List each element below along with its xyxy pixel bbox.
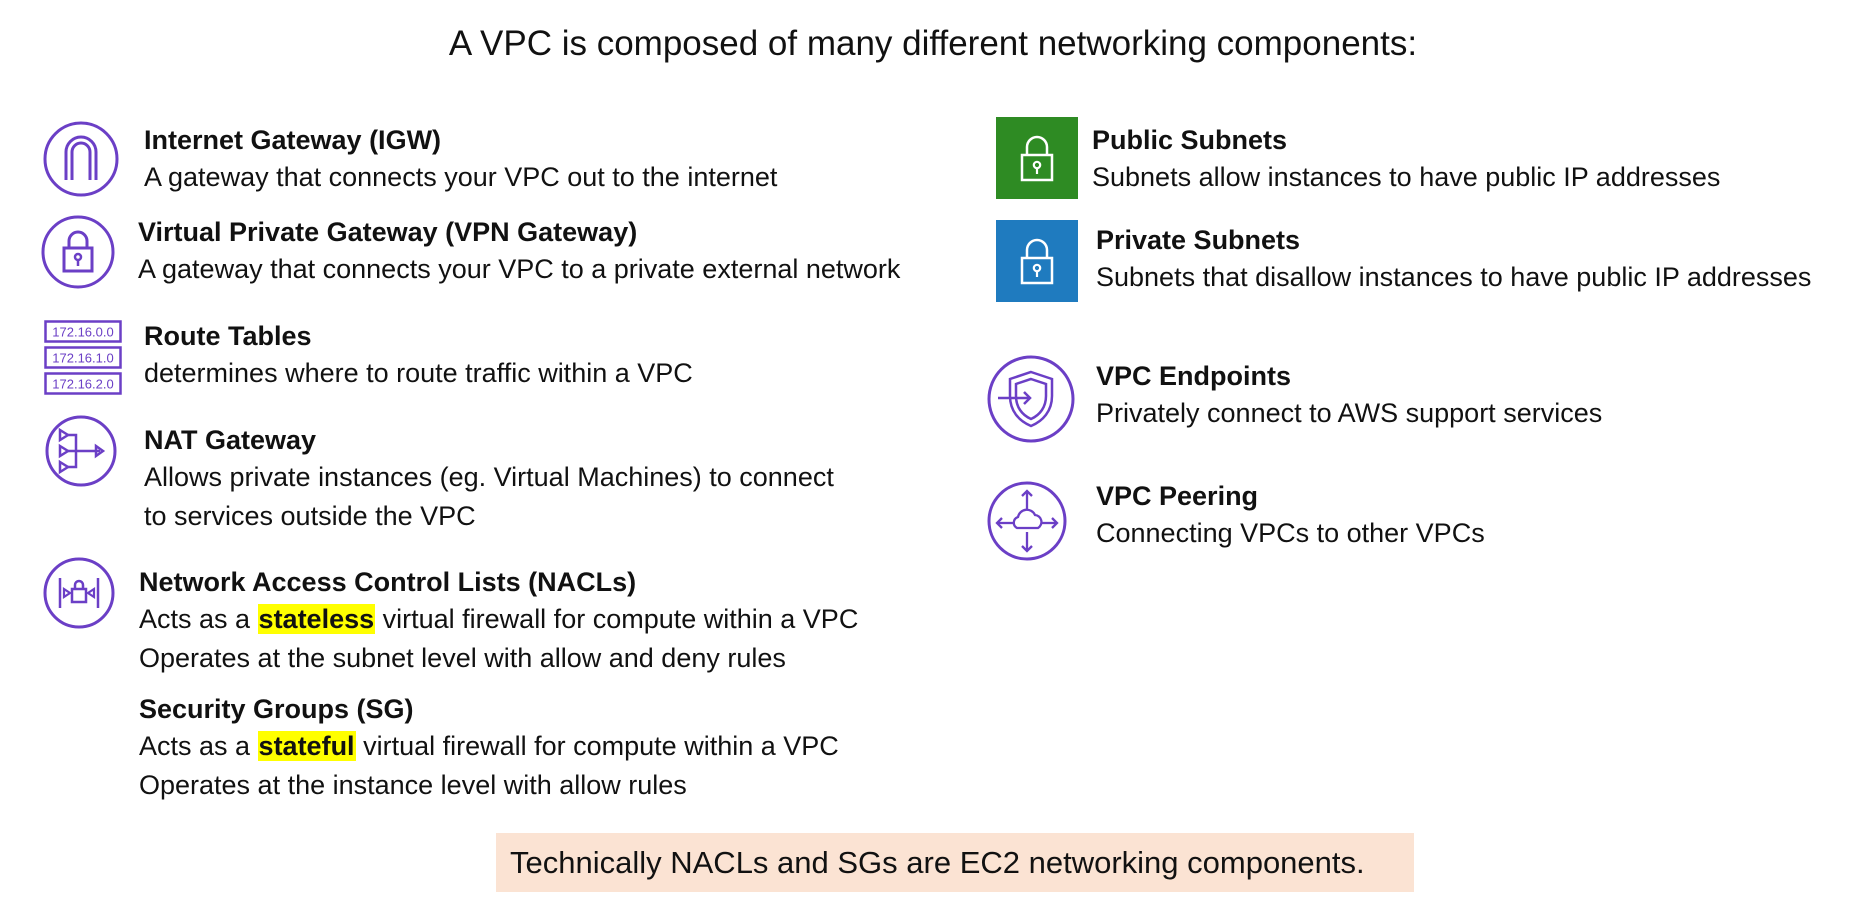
sg-desc-suffix: virtual firewall for compute within a VP… (355, 731, 839, 761)
nat-description-line2: to services outside the VPC (144, 501, 476, 531)
nacl-heading: Network Access Control Lists (NACLs) (139, 567, 637, 597)
public-heading: Public Subnets (1092, 125, 1288, 155)
peering-description: Connecting VPCs to other VPCs (1096, 518, 1485, 548)
igw-heading: Internet Gateway (IGW) (144, 125, 442, 155)
route-heading: Route Tables (144, 321, 312, 351)
nat-gateway-icon (44, 414, 118, 488)
nacl-description-line2: Operates at the subnet level with allow … (139, 643, 786, 673)
private-subnet-lock-icon (996, 220, 1078, 302)
internet-gateway-icon (42, 120, 120, 198)
public-subnet-lock-icon (996, 117, 1078, 199)
public-description: Subnets allow instances to have public I… (1092, 162, 1721, 192)
nacl-desc-suffix: virtual firewall for compute within a VP… (375, 604, 859, 634)
sg-description-line2: Operates at the instance level with allo… (139, 770, 687, 800)
sg-heading: Security Groups (SG) (139, 694, 414, 724)
route-ip-3: 172.16.2.0 (52, 377, 113, 392)
stateless-highlight: stateless (257, 604, 376, 634)
stateful-highlight: stateful (257, 731, 356, 761)
route-table-icon: 172.16.0.0 172.16.1.0 172.16.2.0 (44, 320, 122, 396)
route-ip-2: 172.16.1.0 (52, 351, 113, 366)
nacl-desc-prefix: Acts as a (139, 604, 258, 634)
lock-icon (40, 214, 116, 290)
endpoints-heading: VPC Endpoints (1096, 361, 1291, 391)
route-ip-1: 172.16.0.0 (52, 325, 113, 340)
page-title: A VPC is composed of many different netw… (448, 24, 1418, 63)
nat-heading: NAT Gateway (144, 425, 317, 455)
nacl-icon (42, 556, 116, 630)
bottom-note: Technically NACLs and SGs are EC2 networ… (496, 833, 1414, 892)
sg-desc-prefix: Acts as a (139, 731, 258, 761)
vpc-peering-icon (986, 480, 1068, 562)
peering-heading: VPC Peering (1096, 481, 1259, 511)
nacl-description-line1: Acts as a stateless virtual firewall for… (139, 600, 858, 639)
vpn-heading: Virtual Private Gateway (VPN Gateway) (138, 217, 638, 247)
endpoints-description: Privately connect to AWS support service… (1096, 398, 1603, 428)
private-description: Subnets that disallow instances to have … (1096, 262, 1812, 292)
sg-description-line1: Acts as a stateful virtual firewall for … (139, 727, 839, 766)
vpn-description: A gateway that connects your VPC to a pr… (138, 254, 901, 284)
vpc-endpoint-icon (986, 354, 1076, 444)
nat-description-line1: Allows private instances (eg. Virtual Ma… (144, 462, 834, 492)
route-description: determines where to route traffic within… (144, 358, 693, 388)
igw-description: A gateway that connects your VPC out to … (144, 162, 778, 192)
private-heading: Private Subnets (1096, 225, 1301, 255)
